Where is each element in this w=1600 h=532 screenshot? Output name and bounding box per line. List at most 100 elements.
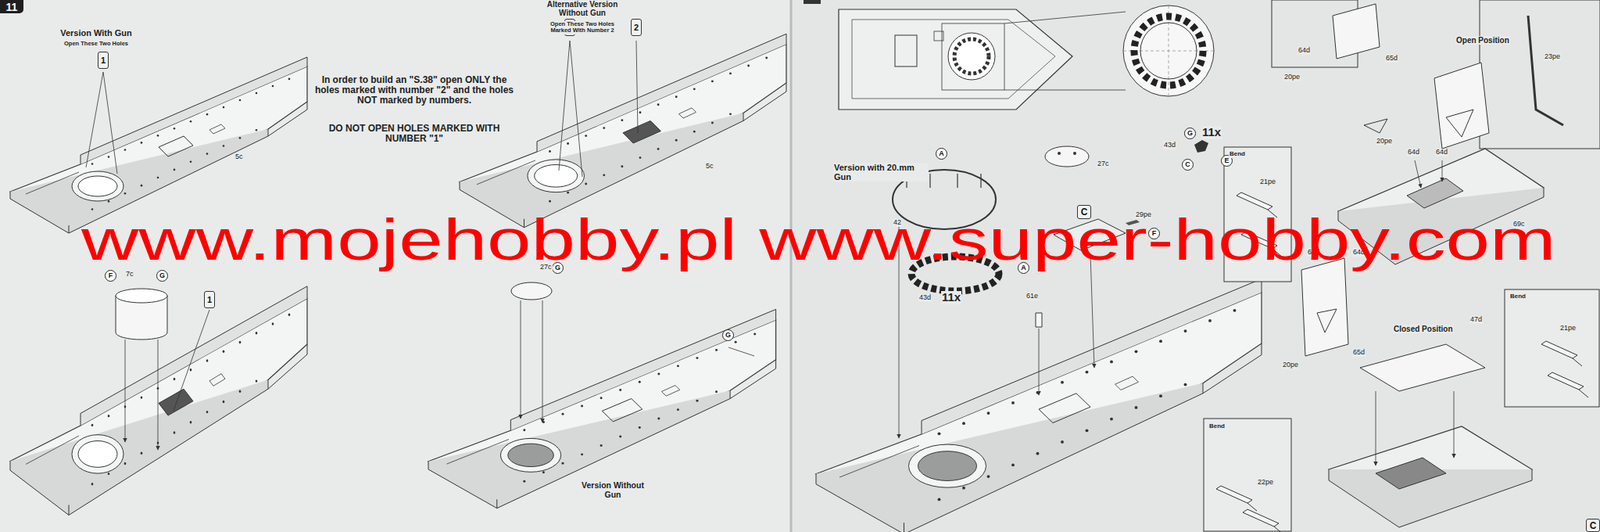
rivet (222, 144, 226, 147)
part-20pe (1446, 109, 1474, 137)
hull-rear-edge (1202, 343, 1262, 394)
drawing-line (85, 71, 104, 168)
teeth-ring (1134, 16, 1203, 86)
rivet (715, 348, 718, 351)
part-number: 65d (1385, 54, 1399, 63)
vent-outline (1115, 375, 1139, 390)
hatch-opening (1375, 457, 1447, 489)
rivet (140, 184, 144, 187)
part-number: 65d (1352, 348, 1366, 357)
part-number: 61e (1025, 292, 1039, 301)
node-text: G (159, 272, 165, 280)
hull-plate (10, 57, 308, 233)
hull-lower-edge (428, 390, 731, 508)
rivet (1036, 451, 1040, 455)
part-7c-top (115, 288, 168, 303)
hull-rear-edge (743, 82, 787, 121)
note: Bend (1228, 150, 1246, 158)
hatch-outline (1038, 393, 1091, 423)
rivet (602, 173, 605, 176)
rivet (255, 128, 258, 132)
part-21pe (1547, 372, 1589, 398)
rivet (602, 126, 605, 129)
page-tab (803, 0, 821, 4)
rivet (619, 388, 622, 391)
rivet (206, 113, 209, 116)
rivet (140, 451, 144, 455)
part-number: 64d (1435, 148, 1449, 157)
letter-circle: C (1181, 158, 1194, 171)
rivet (1184, 329, 1188, 333)
ring-leg (929, 173, 931, 188)
rivet (1060, 440, 1064, 444)
rivet (91, 207, 94, 211)
rivet (140, 395, 144, 398)
rivet (657, 417, 660, 420)
rivet (1109, 417, 1114, 421)
inset-frame (1504, 289, 1600, 407)
detail-frame (941, 23, 1005, 90)
drawing-line (103, 71, 118, 174)
letter-circle: G (722, 329, 734, 341)
hull-edge (496, 498, 498, 508)
letter-circle: F (104, 269, 117, 282)
part-65d (1434, 62, 1490, 149)
hatch-outline (158, 388, 194, 416)
ring-leg (956, 173, 958, 188)
drawing-line (728, 347, 755, 356)
rivet (157, 176, 160, 179)
part-number: 43d (918, 293, 932, 302)
turret-ring (527, 159, 585, 193)
node-text: 11 (6, 1, 18, 13)
node-text: G (725, 331, 731, 339)
rivet (255, 331, 258, 334)
part-number: 64d (1297, 46, 1311, 55)
rivet (1233, 308, 1237, 312)
rivet (107, 414, 111, 417)
rivet (239, 390, 242, 393)
rivet (1085, 428, 1089, 432)
rivet (620, 118, 623, 122)
heading: Open Position (1455, 35, 1511, 45)
instruction: In order to build an "S.38" open ONLY th… (308, 75, 520, 107)
rivet (157, 134, 160, 137)
turret-opening (78, 175, 118, 197)
drawing-line (125, 339, 126, 442)
part-number: 21pe (1559, 324, 1577, 333)
rivet (747, 64, 750, 68)
part-43d (1194, 139, 1209, 153)
hole-marker-box: C (1585, 518, 1600, 532)
part-number: 43d (1163, 141, 1177, 150)
letter-circle: G (1184, 127, 1196, 140)
rivet (1073, 151, 1077, 155)
part-number: 20pe (1283, 73, 1301, 82)
letter-circle: A (935, 147, 948, 160)
rivet (600, 396, 603, 399)
hull-rear-edge (268, 343, 308, 389)
note: Open These Two Holes (44, 40, 148, 47)
turret-opening (534, 164, 578, 188)
rivet (206, 410, 209, 413)
node-text: E (1224, 157, 1229, 165)
rivet (675, 139, 678, 142)
hatch-opening (1406, 178, 1464, 208)
vent-outline (209, 373, 226, 387)
hull-rear-edge (268, 101, 308, 137)
heading: Version With Gun (44, 28, 148, 38)
rivet (272, 322, 275, 325)
rivet (173, 168, 176, 172)
part-21pe (1541, 340, 1583, 366)
hull-plan-inner (851, 19, 1056, 99)
inset-frame (1479, 0, 1600, 149)
part-27c (1045, 146, 1089, 167)
rivet (937, 431, 942, 435)
part-65d-closed (1360, 343, 1486, 391)
quantity: 11x (941, 290, 962, 305)
rivet (584, 134, 588, 137)
node-text: C (1589, 520, 1597, 530)
rivet (695, 356, 698, 359)
rivet (638, 380, 641, 383)
part-61e (1035, 312, 1042, 327)
rivet (657, 103, 660, 106)
